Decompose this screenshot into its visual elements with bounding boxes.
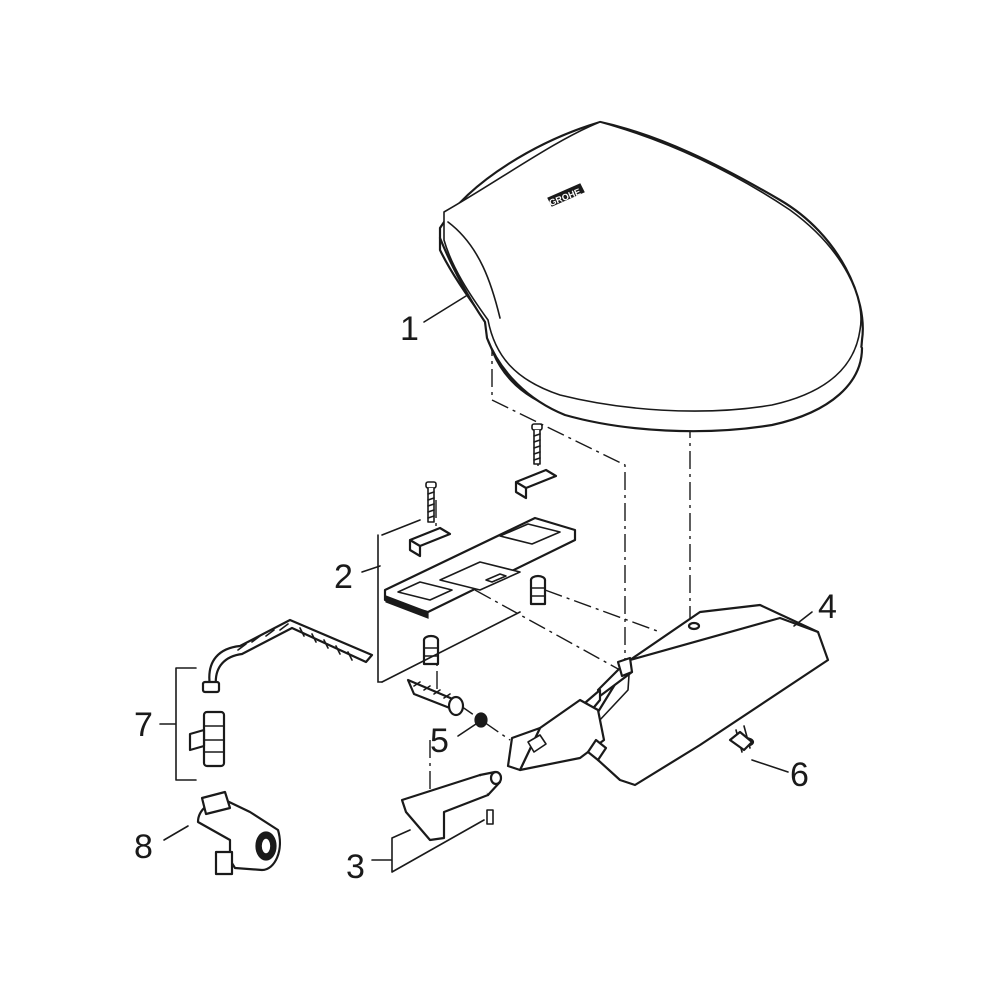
callout-1: 1: [400, 310, 419, 348]
t-piece-part: [188, 710, 226, 768]
mounting-kit-part: [377, 423, 577, 683]
nozzle-screw-part: [406, 678, 488, 728]
hose-part: [201, 618, 374, 694]
leader-lines: [159, 295, 813, 873]
callout-2: 2: [334, 558, 353, 596]
screw-left: [425, 481, 437, 523]
callout-8: 8: [134, 828, 153, 866]
callout-4: 4: [818, 588, 837, 626]
callout-3: 3: [346, 848, 365, 886]
screw-right: [531, 423, 543, 465]
connector-part: [728, 730, 754, 752]
callout-5: 5: [430, 722, 449, 760]
dowel-left: [422, 634, 440, 666]
callout-6: 6: [790, 756, 809, 794]
dowel-right: [529, 574, 547, 606]
callout-7: 7: [134, 706, 153, 744]
angle-valve-part: [196, 790, 281, 876]
handle-part: [400, 770, 503, 842]
seat-lid-part: GROHE: [438, 120, 864, 433]
control-unit-part: [506, 603, 830, 787]
assembly-guide-lines: [429, 338, 691, 790]
